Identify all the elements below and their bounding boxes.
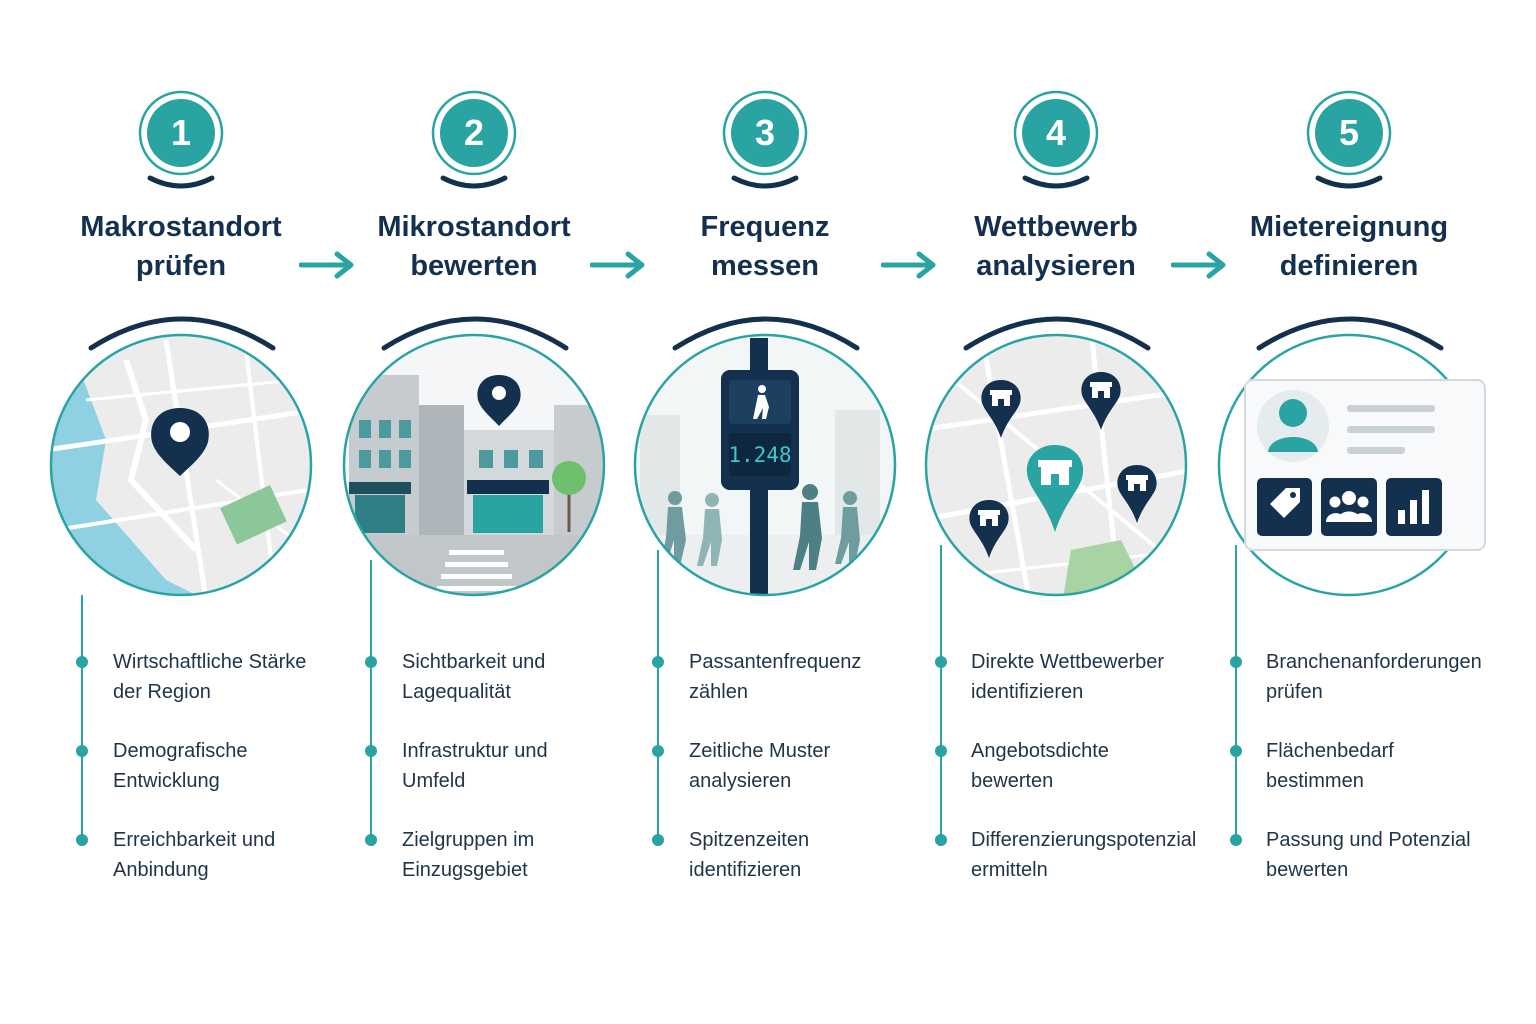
- step-number-badge: 3: [722, 90, 808, 189]
- bullet-dot: [76, 745, 88, 757]
- step-3: 3 Frequenz messen 1.248: [619, 0, 911, 1024]
- counter-display: 1.248: [728, 443, 791, 467]
- step-number: 5: [1338, 112, 1360, 153]
- bullet-item: Branchenanforderungen prüfen: [1266, 651, 1482, 703]
- step-1: 1 Makrostandort prüfen Wirtschaftliche S…: [35, 0, 327, 1024]
- city-map-illustration: [49, 316, 313, 597]
- step-title: Frequenz messen: [700, 211, 830, 282]
- step-connector: [370, 560, 372, 845]
- step-number: 4: [1045, 112, 1067, 153]
- step-connector: [81, 595, 83, 845]
- step-title: Mikrostandort bewerten: [377, 211, 571, 282]
- bullet-item: Passung und Potenzial bewerten: [1266, 829, 1471, 881]
- price-tag-icon: [1257, 478, 1312, 536]
- competitor-store-pin-icon: [1081, 372, 1121, 430]
- bullet-item: Erreichbarkeit und Anbindung: [113, 829, 276, 881]
- bullet-item: Passantenfrequenz zählen: [689, 651, 862, 703]
- pedestrian-counter-illustration: 1.248: [633, 316, 897, 597]
- arrow-right-icon: [1171, 251, 1226, 279]
- competitor-store-pin-icon: [969, 500, 1009, 558]
- step-title: Mietereignung definieren: [1249, 211, 1449, 282]
- step-number: 2: [463, 112, 485, 153]
- step-4: 4 Wettbewerb analysieren: [910, 0, 1202, 1024]
- bullet-item: Sichtbarkeit und Lagequalität: [402, 651, 546, 703]
- competitor-store-pin-icon: [1117, 465, 1157, 523]
- bullet-dot: [1230, 834, 1242, 846]
- bullet-dot: [365, 656, 377, 668]
- bullet-item: Flächenbedarf bestimmen: [1266, 740, 1394, 792]
- street-illustration: [342, 316, 606, 597]
- step-connector: [940, 545, 942, 845]
- bullet-item: Differenzierungspotenzial ermitteln: [971, 829, 1197, 881]
- arrow-right-icon: [299, 251, 354, 279]
- competitor-map-illustration: [924, 316, 1188, 597]
- bar-chart-icon: [1386, 478, 1442, 536]
- bullet-dot: [652, 745, 664, 757]
- step-number-badge: 5: [1306, 90, 1392, 189]
- bullet-item: Angebotsdichte bewerten: [971, 740, 1109, 792]
- location-pin-icon: [477, 375, 521, 426]
- bullet-dot: [76, 834, 88, 846]
- arrow-right-icon: [590, 251, 645, 279]
- bullet-item: Zielgruppen im Einzugsgebiet: [402, 829, 535, 881]
- bullet-item: Demografische Entwicklung: [113, 740, 248, 792]
- bullet-dot: [1230, 745, 1242, 757]
- bullet-item: Spitzenzeiten identifizieren: [689, 829, 810, 881]
- competitor-store-pin-icon: [981, 380, 1021, 438]
- step-2: 2 Mikrostandort bewerten: [328, 0, 620, 1024]
- tenant-profile-illustration: [1217, 316, 1486, 597]
- step-number-badge: 1: [138, 90, 224, 189]
- bullet-dot: [935, 656, 947, 668]
- step-connector: [657, 550, 659, 845]
- location-pin-icon: [151, 408, 209, 476]
- bullet-item: Zeitliche Muster analysieren: [689, 740, 831, 792]
- bullet-dot: [652, 834, 664, 846]
- step-connector: [1235, 545, 1237, 845]
- bullet-item: Wirtschaftliche Stärke der Region: [113, 651, 307, 703]
- bullet-item: Infrastruktur und Umfeld: [402, 740, 548, 792]
- bullet-dot: [365, 745, 377, 757]
- step-title: Makrostandort prüfen: [80, 211, 282, 282]
- bullet-dot: [1230, 656, 1242, 668]
- bullet-dot: [652, 656, 664, 668]
- bullet-dot: [935, 834, 947, 846]
- step-title: Wettbewerb analysieren: [974, 211, 1138, 282]
- bullet-item: Direkte Wettbewerber identifizieren: [971, 651, 1165, 703]
- step-number: 3: [754, 112, 776, 153]
- arrow-right-icon: [881, 251, 936, 279]
- user-avatar-icon: [1257, 390, 1329, 462]
- bullet-dot: [365, 834, 377, 846]
- step-number-badge: 4: [1013, 90, 1099, 189]
- group-users-icon: [1321, 478, 1377, 536]
- step-number-badge: 2: [431, 90, 517, 189]
- bullet-dot: [935, 745, 947, 757]
- bullet-dot: [76, 656, 88, 668]
- step-number: 1: [170, 112, 192, 153]
- own-store-pin-icon: [1026, 445, 1084, 532]
- step-5: 5 Mietereignung definieren: [1203, 0, 1495, 1024]
- walking-person-icon: [660, 484, 860, 570]
- pedestrian-signal-icon: [753, 385, 769, 419]
